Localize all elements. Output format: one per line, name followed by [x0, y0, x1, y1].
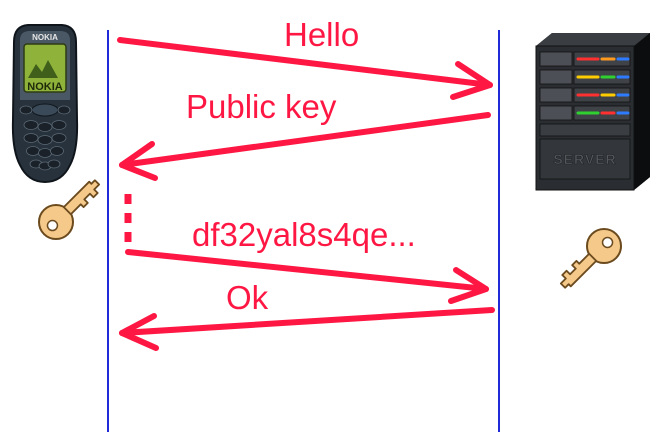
message-label: df32yal8s4qe...: [192, 216, 416, 253]
message-encrypted-data: df32yal8s4qe...: [125, 216, 489, 304]
server-drive-bays: [539, 51, 631, 180]
phone-screen-brand: NOKIA: [27, 81, 63, 93]
mobile-phone-icon: NOKIA NOKIA: [11, 24, 79, 184]
arrow-head-icon: [448, 267, 489, 304]
message-label: Ok: [226, 279, 269, 316]
client-key-icon: [38, 179, 101, 240]
arrow-head-icon: [119, 141, 158, 181]
arrow-head-icon: [119, 313, 159, 351]
arrow-head-icon: [450, 61, 493, 100]
server-key-icon: [559, 228, 622, 289]
message-hello: Hello: [117, 16, 493, 100]
message-ok: Ok: [119, 279, 495, 351]
server-status-lights: [576, 57, 630, 115]
message-label: Public key: [186, 88, 337, 125]
message-label: Hello: [284, 16, 359, 53]
message-public-key: Public key: [119, 88, 491, 181]
message-arrow-line: [125, 249, 489, 292]
server-tower-icon: SERVER: [535, 33, 650, 191]
phone-brand-label: NOKIA: [32, 33, 58, 42]
message-arrow-line: [119, 307, 495, 336]
message-arrow-line: [117, 37, 493, 88]
message-arrow-line: [119, 112, 491, 168]
server-brand-label: SERVER: [553, 151, 616, 167]
